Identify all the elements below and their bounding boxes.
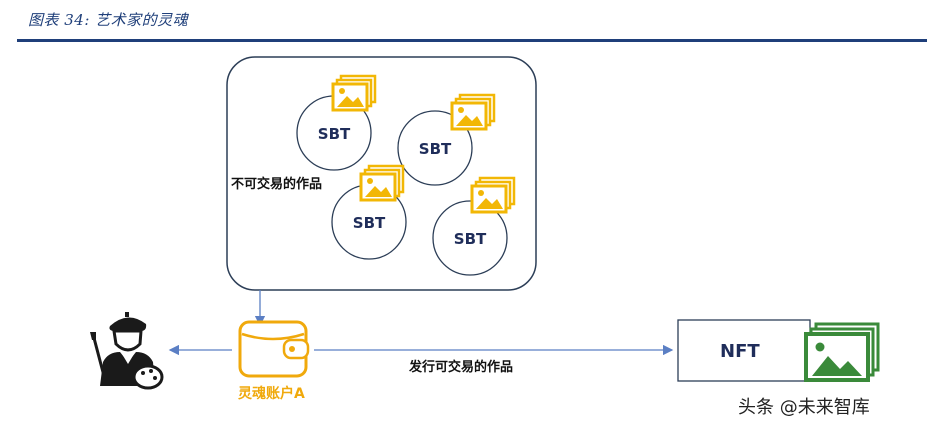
- sbt-label: SBT: [454, 230, 487, 248]
- sbt-token-3: SBT: [331, 184, 407, 260]
- picture-icon: [359, 164, 405, 202]
- non-tradable-label: 不可交易的作品: [231, 176, 322, 192]
- picture-icon: [804, 322, 880, 382]
- artist-icon: [90, 312, 164, 390]
- title-rule: [17, 39, 927, 42]
- issue-tradable-label: 发行可交易的作品: [408, 359, 513, 375]
- figure-title: 图表 34: 艺术家的灵魂: [28, 11, 189, 29]
- soul-account-label: 灵魂账户A: [238, 385, 305, 402]
- sbt-label: SBT: [318, 125, 351, 143]
- nft-box: [677, 319, 811, 382]
- picture-icon: [450, 93, 496, 131]
- sbt-label: SBT: [419, 140, 452, 158]
- sbt-token-4: SBT: [432, 200, 508, 276]
- sbt-label: SBT: [353, 214, 386, 232]
- wallet-icon: [238, 320, 310, 378]
- picture-icon: [470, 176, 516, 214]
- watermark: 头条 @未来智库: [738, 397, 870, 418]
- nft-label: NFT: [720, 341, 760, 362]
- sbt-token-1: SBT: [296, 95, 372, 171]
- picture-icon: [331, 74, 377, 112]
